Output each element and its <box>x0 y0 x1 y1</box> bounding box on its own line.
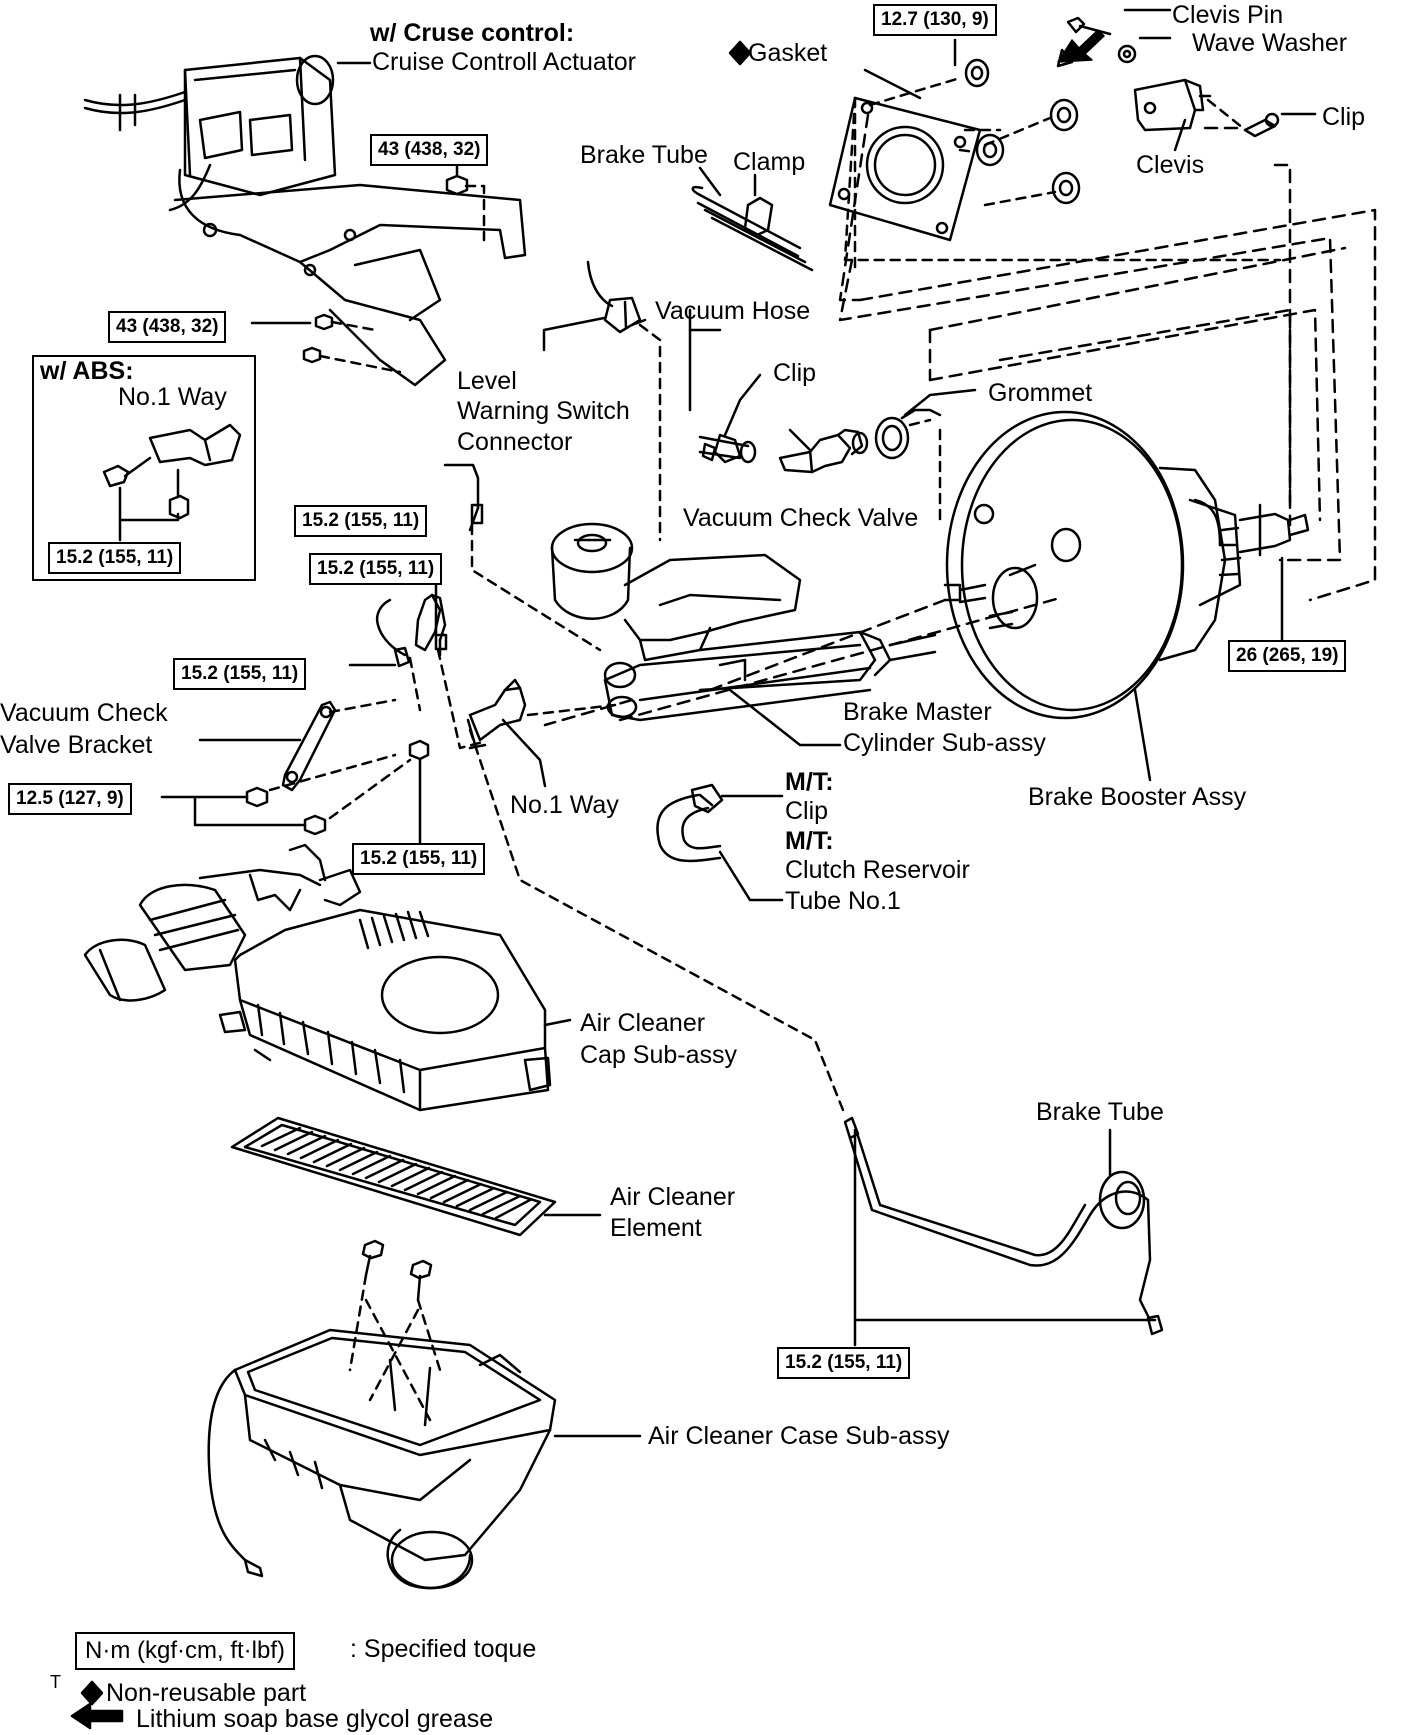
vacuum-check-valve-bracket-line-1: Vacuum Check <box>0 699 168 727</box>
level-warning-line-1: Level <box>457 367 517 395</box>
brake-booster-drawing <box>943 410 1310 720</box>
cruise-bracket-dashed-leaders <box>318 184 486 374</box>
air-cleaner-case-label: Air Cleaner Case Sub-assy <box>648 1422 950 1450</box>
clutch-tube-leaders <box>718 794 784 902</box>
grease-arrow-on-clevis-icon <box>1057 29 1105 63</box>
cruise-bracket-bolts <box>302 174 469 364</box>
abs-torque-spec: 15.2 (155, 11) <box>48 542 182 574</box>
cruise-control-actuator-label: Cruise Controll Actuator <box>372 48 637 76</box>
torque-spec-43-upper: 43 (438, 32) <box>370 134 489 166</box>
air-cleaner-element-line-1: Air Cleaner <box>610 1183 736 1211</box>
brake-tube-top-label: Brake Tube <box>580 141 708 169</box>
figure-code: T <box>50 1672 61 1692</box>
air-cleaner-case-drawing <box>207 1239 557 1590</box>
clip-top-label: Clip <box>1322 103 1366 131</box>
brake-tube-bottom-leaders <box>853 1128 1157 1347</box>
vacuum-hose-label: Vacuum Hose <box>655 297 811 325</box>
level-warning-dashed-leader <box>638 323 662 542</box>
clip-mid-label: Clip <box>773 359 817 387</box>
gasket-drawing <box>828 96 982 242</box>
legend-torque-unit-box: N·m (kgf·cm, ft·lbf) <box>75 1632 295 1670</box>
level-warning-line-2: Warning Switch <box>457 397 630 425</box>
brake-tube-bottom-drawing <box>843 1116 1164 1336</box>
air-cleaner-cap-line-2: Cap Sub-assy <box>580 1041 738 1069</box>
mt-clutch-line-1: M/T: <box>785 827 834 855</box>
torque-spec-15-2-d: 15.2 (155, 11) <box>352 843 486 875</box>
clutch-reservoir-tube-drawing <box>656 783 724 863</box>
air-cleaner-element-line-2: Element <box>610 1214 702 1242</box>
clamp-label: Clamp <box>733 148 806 176</box>
air-cleaner-case-dashed-leaders <box>348 1273 442 1422</box>
bracket-dashed-leaders <box>268 698 412 820</box>
bracket-torque-leaders <box>160 738 307 827</box>
wave-washer-label: Wave Washer <box>1192 29 1348 57</box>
mt-clutch-line-2: Clutch Reservoir <box>785 856 970 884</box>
torque-spec-26: 26 (265, 19) <box>1228 640 1347 672</box>
torque-spec-15-2-a: 15.2 (155, 11) <box>294 505 428 537</box>
mt-clip-line-1: M/T: <box>785 768 834 796</box>
level-warning-connector-drawing <box>542 260 647 352</box>
vacuum-hose-parts <box>688 328 942 474</box>
air-cleaner-cap-drawing <box>83 843 552 1112</box>
brake-master-line-1: Brake Master <box>843 698 992 726</box>
legend-non-reusable: Non-reusable part <box>106 1679 307 1707</box>
vacuum-check-valve-label: Vacuum Check Valve <box>683 504 919 532</box>
mt-clip-line-2: Clip <box>785 797 829 825</box>
master-to-booster-dashed-line <box>543 596 1062 727</box>
grease-arrow-icon <box>70 1702 124 1730</box>
gasket-label: Gasket <box>748 39 828 67</box>
booster-alignment-dashed-lines <box>838 113 1377 602</box>
brake-tube-bottom-label: Brake Tube <box>1036 1098 1164 1126</box>
label-leaders <box>688 8 1317 437</box>
vacuum-check-valve-bracket-drawing <box>245 700 337 836</box>
brake-tubes-middle <box>375 463 527 761</box>
cruise-control-title: w/ Cruse control: <box>370 19 575 47</box>
torque-spec-12-5: 12.5 (127, 9) <box>8 783 132 815</box>
brake-tubes-dashed-leaders <box>408 523 847 1117</box>
brake-tube-clamp-drawing <box>691 185 814 272</box>
no1-way-label: No.1 Way <box>510 791 619 819</box>
vacuum-check-valve-bracket-line-2: Valve Bracket <box>0 731 153 759</box>
non-reusable-diamond-gasket-icon <box>728 40 752 66</box>
non-reusable-diamond-legend-icon <box>80 1680 104 1706</box>
vacuum-dashed-leaders <box>908 418 942 527</box>
master-cylinder-leaders <box>728 688 1152 782</box>
abs-no1-way-label: No.1 Way <box>118 383 227 411</box>
mt-clutch-line-3: Tube No.1 <box>785 887 901 915</box>
cruise-control-actuator-drawing <box>83 54 527 387</box>
abs-inset-title: w/ ABS: <box>40 357 134 385</box>
air-cleaner-cap-leader <box>543 1018 572 1027</box>
air-cleaner-element-drawing <box>230 1116 557 1237</box>
torque-spec-12-7: 12.7 (130, 9) <box>873 4 997 36</box>
abs-inset-box <box>32 355 256 581</box>
legend-torque-desc: : Specified toque <box>350 1635 537 1663</box>
torque-spec-15-2-b: 15.2 (155, 11) <box>309 553 443 585</box>
air-cleaner-cap-line-1: Air Cleaner <box>580 1009 706 1037</box>
torque-spec-15-2-e: 15.2 (155, 11) <box>777 1347 911 1379</box>
brake-master-line-2: Cylinder Sub-assy <box>843 729 1046 757</box>
clevis-label: Clevis <box>1136 151 1205 179</box>
legend-grease: Lithium soap base glycol grease <box>136 1705 494 1733</box>
level-warning-line-3: Connector <box>457 428 573 456</box>
cruise-bracket-torque-leaders <box>250 61 459 325</box>
torque-spec-43-lower: 43 (438, 32) <box>108 311 227 343</box>
torque-spec-15-2-c: 15.2 (155, 11) <box>173 658 307 690</box>
brake-booster-label: Brake Booster Assy <box>1028 783 1247 811</box>
clevis-pin-label: Clevis Pin <box>1172 1 1284 29</box>
brake-master-cylinder-drawing <box>550 522 937 722</box>
clevis-parts <box>1056 16 1280 138</box>
abs-inset-parts <box>102 423 242 542</box>
grommet-label: Grommet <box>988 379 1093 407</box>
booster-studs-and-nuts <box>964 58 1081 205</box>
